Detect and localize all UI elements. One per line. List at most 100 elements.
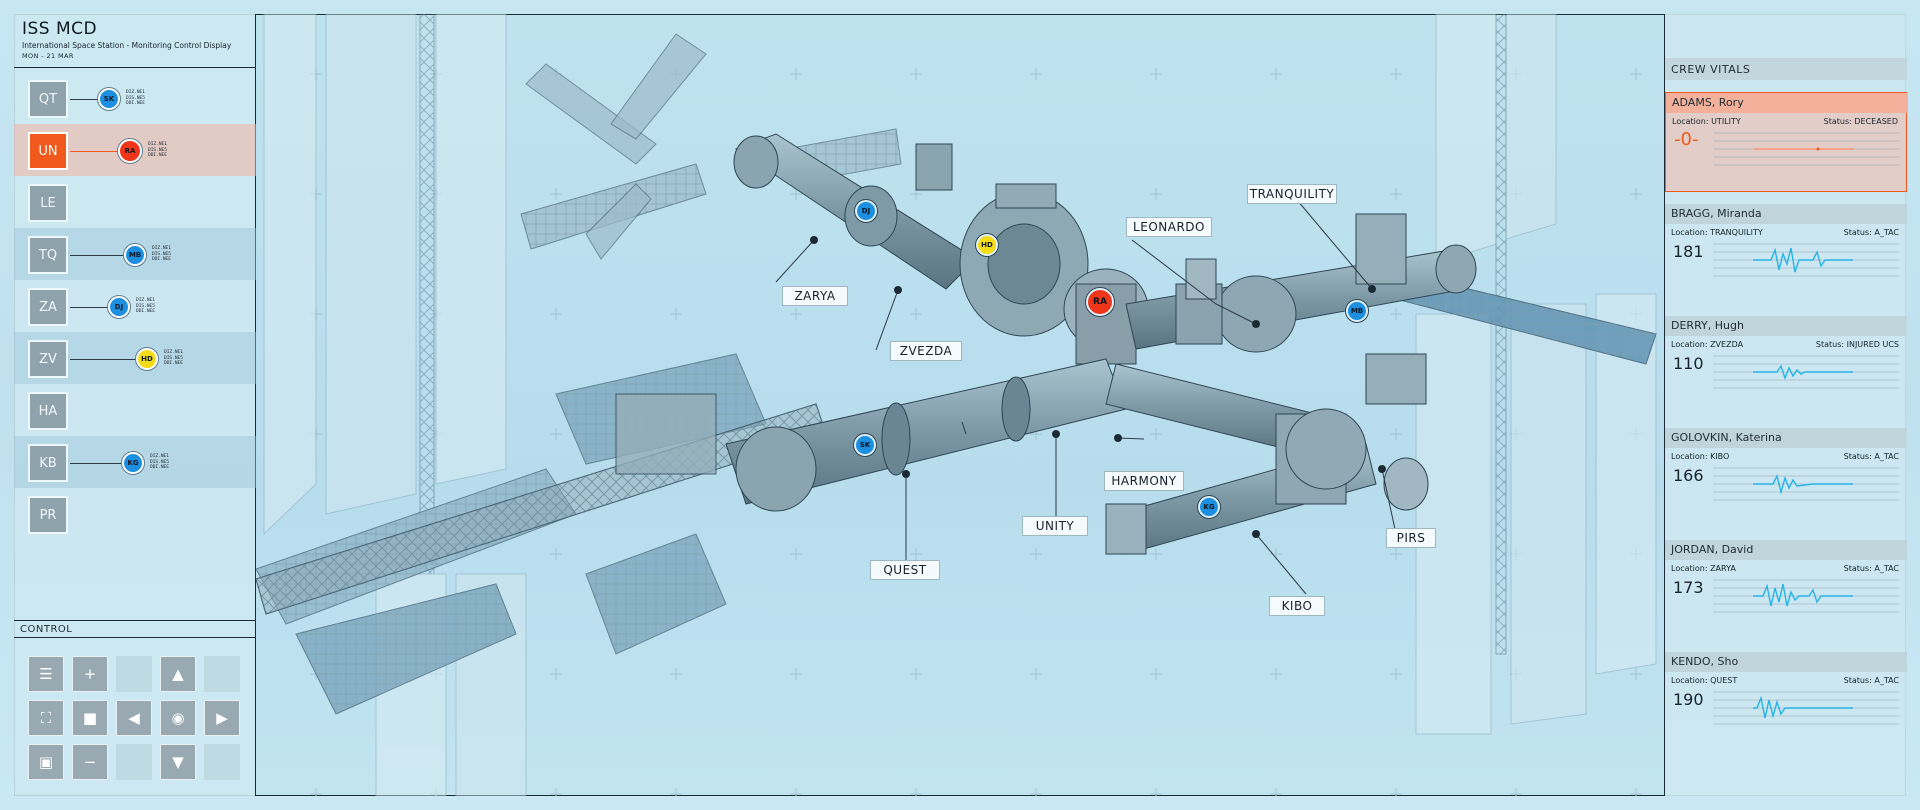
crew-dot-dj[interactable]: DJ (108, 296, 130, 318)
link-line (70, 359, 136, 360)
crew-card[interactable]: KENDO, Sho Location: QUEST Status: A_TAC… (1665, 652, 1907, 752)
label-zvezda[interactable]: ZVEZDA (890, 341, 962, 361)
crew-location: Location: QUEST (1671, 676, 1738, 685)
crew-dot-mb[interactable]: MB (124, 244, 146, 266)
stop-icon: ■ (82, 708, 98, 727)
crew-heart-rate: 190 (1673, 690, 1704, 709)
app-date: MON - 21 MAR (22, 52, 74, 60)
arrow-down-icon: ▼ (172, 752, 184, 771)
module-code[interactable]: HA (28, 392, 68, 430)
arrow-up-icon: ▲ (172, 664, 184, 683)
crew-marker-kg[interactable]: KG (1198, 496, 1220, 518)
solar-array-right (1415, 14, 1657, 735)
crew-dot-kg[interactable]: KG (122, 452, 144, 474)
module-code[interactable]: ZA (28, 288, 68, 326)
crew-marker-sk[interactable]: SK (854, 434, 876, 456)
station-diagram (256, 14, 1664, 796)
label-harmony[interactable]: HARMONY (1104, 471, 1184, 491)
stop-button[interactable]: ■ (72, 700, 108, 736)
module-code[interactable]: PR (28, 496, 68, 534)
module-code[interactable]: LE (28, 184, 68, 222)
crew-location: Location: ZVEZDA (1671, 340, 1744, 349)
label-pirs[interactable]: PIRS (1386, 528, 1436, 548)
control-blank (116, 656, 152, 692)
crew-heart-rate: 166 (1673, 466, 1704, 485)
crew-heart-rate: 173 (1673, 578, 1704, 597)
module-code[interactable]: UN (28, 132, 68, 170)
crew-status: Status: A_TAC (1843, 452, 1899, 461)
crew-status: Status: DECEASED (1823, 117, 1898, 126)
crew-card[interactable]: JORDAN, David Location: ZARYA Status: A_… (1665, 540, 1907, 640)
crew-card[interactable]: GOLOVKIN, Katerina Location: KIBO Status… (1665, 428, 1907, 528)
heartbeat-graph (1713, 243, 1899, 277)
link-line (70, 255, 126, 256)
crew-dot-sk[interactable]: SK (98, 88, 120, 110)
crew-name: GOLOVKIN, Katerina (1665, 428, 1907, 448)
control-blank (204, 744, 240, 780)
callout-lines (775, 193, 1397, 595)
crew-dot-hd[interactable]: HD (136, 348, 158, 370)
heartbeat-graph (1713, 691, 1899, 725)
crew-dot-ra[interactable]: RA (118, 139, 142, 163)
crew-name: BRAGG, Miranda (1665, 204, 1907, 224)
fullscreen-icon: ⛶ (40, 708, 52, 727)
module-row-le[interactable]: LE (14, 176, 256, 228)
zoom-out-button[interactable]: − (72, 744, 108, 780)
station-view[interactable]: DJ HD RA MB SK KG ZARYA ZVEZDA LEONARDO … (256, 14, 1664, 796)
crew-marker-dj[interactable]: DJ (855, 200, 877, 222)
pan-down-button[interactable]: ▼ (160, 744, 196, 780)
pan-left-button[interactable]: ◀ (116, 700, 152, 736)
link-line (70, 151, 120, 152)
menu-button[interactable]: ☰ (28, 656, 64, 692)
crew-status: Status: A_TAC (1843, 228, 1899, 237)
crew-name: ADAMS, Rory (1666, 93, 1908, 113)
pan-up-button[interactable]: ▲ (160, 656, 196, 692)
module-code[interactable]: ZV (28, 340, 68, 378)
link-line (70, 307, 110, 308)
target-button[interactable]: ▣ (28, 744, 64, 780)
heartbeat-graph (1713, 467, 1899, 501)
module-code[interactable]: QT (28, 80, 68, 118)
crew-marker-mb[interactable]: MB (1346, 300, 1368, 322)
control-blank (116, 744, 152, 780)
label-kibo[interactable]: KIBO (1269, 596, 1325, 616)
crew-card[interactable]: BRAGG, Miranda Location: TRANQUILITY Sta… (1665, 204, 1907, 304)
module-panel: ISS MCD International Space Station - Mo… (14, 14, 256, 796)
crew-status: Status: INJURED UCS (1815, 340, 1899, 349)
module-code[interactable]: KB (28, 444, 68, 482)
crew-heart-rate: 181 (1673, 242, 1704, 261)
center-button[interactable]: ◉ (160, 700, 196, 736)
center-icon: ◉ (171, 708, 185, 727)
label-leonardo[interactable]: LEONARDO (1126, 217, 1212, 237)
link-line (70, 99, 100, 100)
app-title: ISS MCD (22, 19, 98, 39)
crew-location: Location: UTILITY (1672, 117, 1741, 126)
label-tranquility[interactable]: TRANQUILITY (1247, 184, 1337, 204)
label-zarya[interactable]: ZARYA (782, 286, 848, 306)
label-unity[interactable]: UNITY (1022, 516, 1088, 536)
module-row-ha[interactable]: HA (14, 384, 256, 436)
module-code[interactable]: TQ (28, 236, 68, 274)
crew-marker-hd[interactable]: HD (976, 234, 998, 256)
module-row-pr[interactable]: PR (14, 488, 256, 540)
crew-card[interactable]: ADAMS, Rory Location: UTILITY Status: DE… (1665, 92, 1908, 192)
control-blank (204, 656, 240, 692)
crew-marker-ra[interactable]: RA (1086, 288, 1114, 316)
zoom-in-button[interactable]: + (72, 656, 108, 692)
vitals-title: CREW VITALS (1665, 58, 1907, 80)
fullscreen-button[interactable]: ⛶ (28, 700, 64, 736)
crew-status: Status: A_TAC (1843, 564, 1899, 573)
pan-right-button[interactable]: ▶ (204, 700, 240, 736)
crew-card[interactable]: DERRY, Hugh Location: ZVEZDA Status: INJ… (1665, 316, 1907, 416)
crew-name: KENDO, Sho (1665, 652, 1907, 672)
label-quest[interactable]: QUEST (870, 560, 940, 580)
